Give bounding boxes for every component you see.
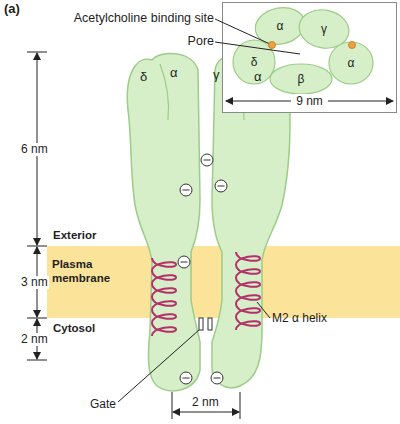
panel-label: (a) bbox=[4, 2, 20, 16]
subunit-letter: γ bbox=[321, 22, 327, 36]
minus-sign bbox=[183, 378, 190, 379]
subunit-shape: α bbox=[254, 7, 306, 45]
subunit-boundary bbox=[160, 64, 169, 120]
region-label: Exterior bbox=[53, 229, 96, 242]
dimension-tick bbox=[172, 392, 173, 419]
subunit-shape: β bbox=[269, 63, 333, 95]
dimension-lines bbox=[27, 52, 240, 419]
subunit-letter: α bbox=[348, 56, 355, 70]
dimension-label: 3 nm bbox=[20, 276, 49, 289]
subunit-letter: α bbox=[170, 66, 178, 80]
minus-sign bbox=[204, 160, 211, 161]
dimension-label: 9 nm bbox=[294, 94, 325, 108]
subunit-letter: δ bbox=[140, 70, 147, 84]
subunit-letter: α bbox=[277, 19, 284, 33]
subunit-letter: γ bbox=[213, 68, 220, 82]
leader-line bbox=[118, 330, 199, 402]
charge-circle bbox=[180, 372, 192, 384]
dimension-tick bbox=[240, 392, 241, 419]
callout-label: Pore bbox=[188, 35, 214, 49]
membrane-band: Plasma membrane bbox=[47, 246, 400, 318]
charge-circle bbox=[215, 180, 227, 192]
callout-label: Gate bbox=[90, 398, 116, 411]
charge-circle bbox=[211, 372, 223, 384]
subunit-letter: β bbox=[298, 72, 305, 86]
subunit-letter: δ bbox=[251, 55, 258, 69]
gate-bar bbox=[208, 318, 212, 330]
receptor-left-half bbox=[127, 53, 200, 390]
minus-sign bbox=[183, 190, 190, 191]
callout-label: Acetylcholine binding site bbox=[74, 12, 214, 26]
inset-box: 9 nmαγδαβ bbox=[222, 2, 397, 113]
charge-circle bbox=[201, 154, 213, 166]
dimension-tick bbox=[27, 318, 47, 319]
subunit-ellipse bbox=[329, 42, 373, 84]
region-label: Cytosol bbox=[53, 322, 95, 335]
subunit-shape: γ bbox=[298, 9, 350, 49]
subunit-ellipse bbox=[270, 64, 332, 94]
dimension-label: 2 nm bbox=[191, 396, 220, 409]
dimension-label: 6 nm bbox=[20, 143, 49, 156]
dimension-label: 2 nm bbox=[20, 333, 49, 346]
charge-circle bbox=[180, 184, 192, 196]
minus-sign bbox=[214, 378, 221, 379]
dimension-tick bbox=[27, 246, 47, 247]
subunit-shape: α bbox=[328, 41, 374, 85]
minus-sign bbox=[218, 186, 225, 187]
callout-label: M2 α helix bbox=[272, 312, 327, 325]
dimension-arrow bbox=[173, 412, 239, 413]
subunit-letter: α bbox=[254, 70, 262, 84]
region-label: Plasma membrane bbox=[52, 257, 114, 286]
subunit-ellipse bbox=[233, 40, 275, 84]
dimension-tick bbox=[27, 52, 47, 53]
gate-bar bbox=[199, 318, 203, 330]
dimension-tick bbox=[27, 360, 47, 361]
